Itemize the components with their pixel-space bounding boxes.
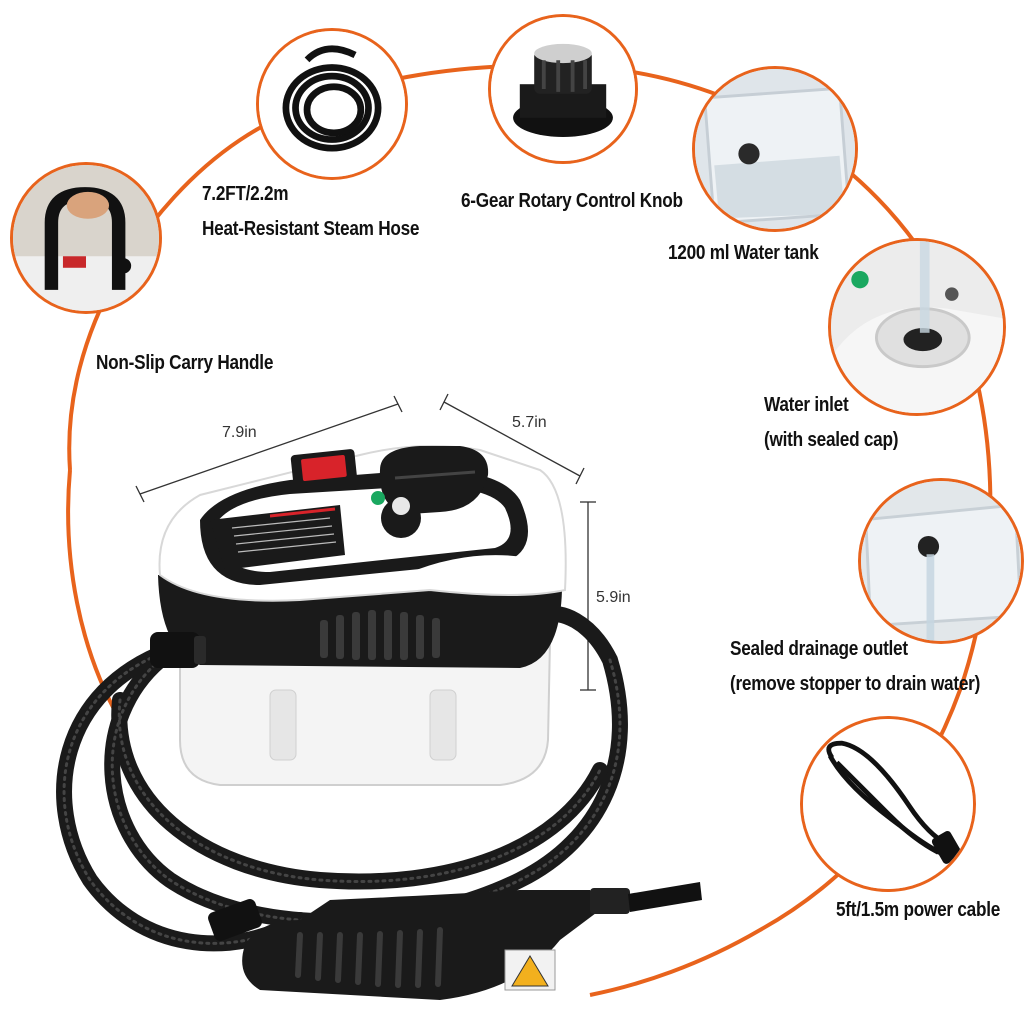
handle-label: Non-Slip Carry Handle <box>96 352 274 374</box>
hose-photo-circle <box>256 28 408 180</box>
tank-label: 1200 ml Water tank <box>668 242 819 264</box>
drain-label-line2: (remove stopper to drain water) <box>730 673 981 695</box>
height-dimension: 5.9in <box>596 589 631 606</box>
control-knob <box>381 498 421 538</box>
hose-label-line1: 7.2FT/2.2m <box>202 183 289 205</box>
depth-dimension: 5.7in <box>512 414 547 431</box>
dimension-lines <box>135 393 596 691</box>
steam-gun <box>208 882 702 1000</box>
inlet-label-line1: Water inlet <box>764 394 849 416</box>
handle-photo-circle <box>10 162 162 314</box>
knob-photo-circle <box>488 14 638 164</box>
steamer-body <box>150 445 567 786</box>
width-dimension: 7.9in <box>222 424 257 441</box>
cable-photo-circle <box>800 716 976 892</box>
hose-label-line2: Heat-Resistant Steam Hose <box>202 218 420 240</box>
inlet-photo-circle <box>828 238 1006 416</box>
inlet-label-line2: (with sealed cap) <box>764 429 899 451</box>
vent-grille <box>320 610 440 660</box>
cable-label: 5ft/1.5m power cable <box>836 899 1001 921</box>
tank-photo-circle <box>692 66 858 232</box>
drain-label-line1: Sealed drainage outlet <box>730 638 908 660</box>
orange-arc <box>67 63 993 997</box>
knob-label: 6-Gear Rotary Control Knob <box>461 190 683 212</box>
drain-photo-circle <box>858 478 1024 644</box>
indicator-light <box>371 491 385 505</box>
